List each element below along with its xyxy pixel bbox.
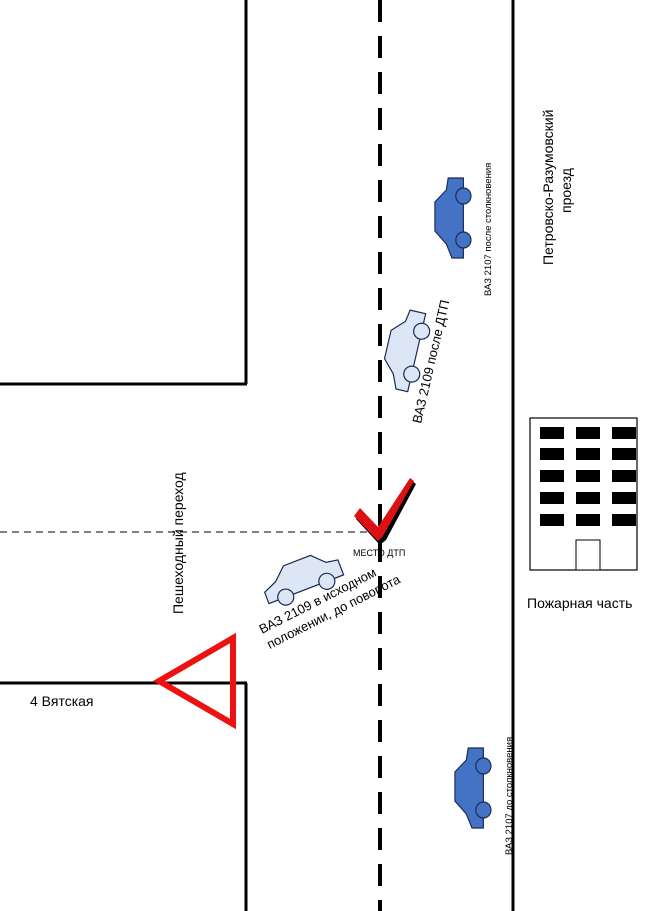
road-edges [0,0,515,911]
car-2107-after-label: ВАЗ 2107 после столкновения [483,163,494,296]
crash-site-check-icon [354,478,414,541]
car-2107-after-icon [434,177,472,259]
car-2107-before-icon [454,747,492,829]
yield-sign-icon [153,632,236,730]
fire-station-label: Пожарная часть [527,595,632,611]
building-windows [540,427,636,526]
car-2107-before-label: ВАЗ 2107 до столкновения [504,737,515,855]
street-left-label: 4 Вятская [30,693,94,709]
crash-site-label: МЕСТО ДТП [353,548,405,558]
street-right-label-2: проезд [558,168,574,213]
building-door [575,539,601,571]
fire-station-building [529,417,638,571]
street-right-label: Петровско-Разумовский [540,110,556,265]
crosswalk-label: Пешеходный переход [170,472,186,614]
